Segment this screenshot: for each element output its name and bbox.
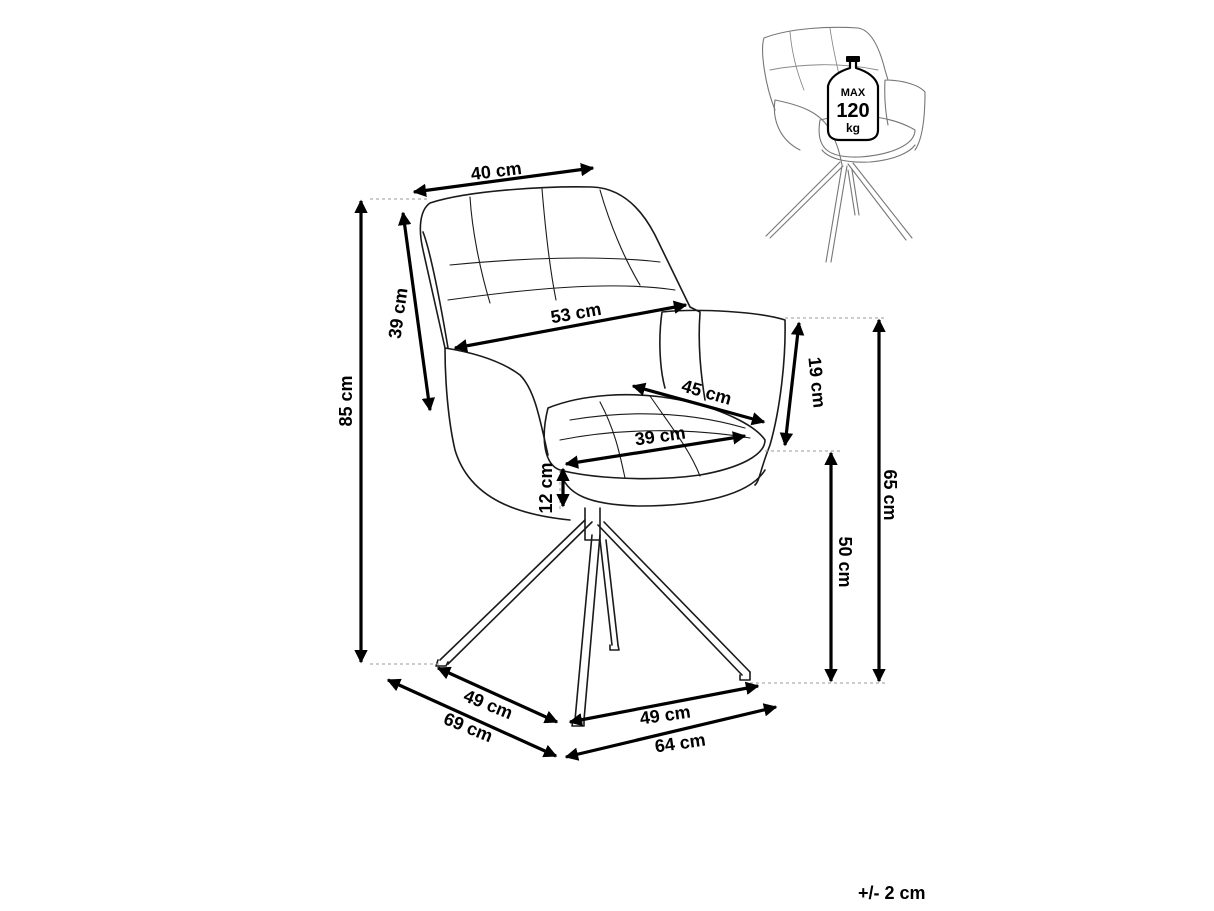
label-base-right: 49 cm <box>638 702 691 729</box>
label-armrest-floor-height: 65 cm <box>880 469 900 520</box>
dimension-lines <box>354 162 886 761</box>
max-load-badge: MAX 120 kg <box>826 56 880 142</box>
tolerance-note: +/- 2 cm <box>858 883 926 903</box>
label-seat-height: 50 cm <box>835 536 855 587</box>
max-load-value: 120 <box>836 100 869 122</box>
label-total-height: 85 cm <box>336 375 356 426</box>
left-arm <box>444 347 571 521</box>
guide-lines <box>370 198 885 684</box>
label-seat-depth: 45 cm <box>679 376 734 409</box>
leg-feet <box>435 644 751 727</box>
chair-drawing <box>419 186 786 727</box>
label-back-height: 39 cm <box>385 286 412 339</box>
chair-thumbnail: MAX 120 kg <box>762 26 926 263</box>
label-seat-thickness: 12 cm <box>536 462 556 513</box>
seat-base <box>559 469 766 507</box>
label-armrest-height: 19 cm <box>804 356 829 409</box>
max-load-unit: kg <box>846 121 860 135</box>
chair-legs <box>439 519 751 721</box>
backrest-seams <box>447 188 676 304</box>
label-top-width: 40 cm <box>470 158 523 184</box>
max-load-label: MAX <box>841 87 866 99</box>
